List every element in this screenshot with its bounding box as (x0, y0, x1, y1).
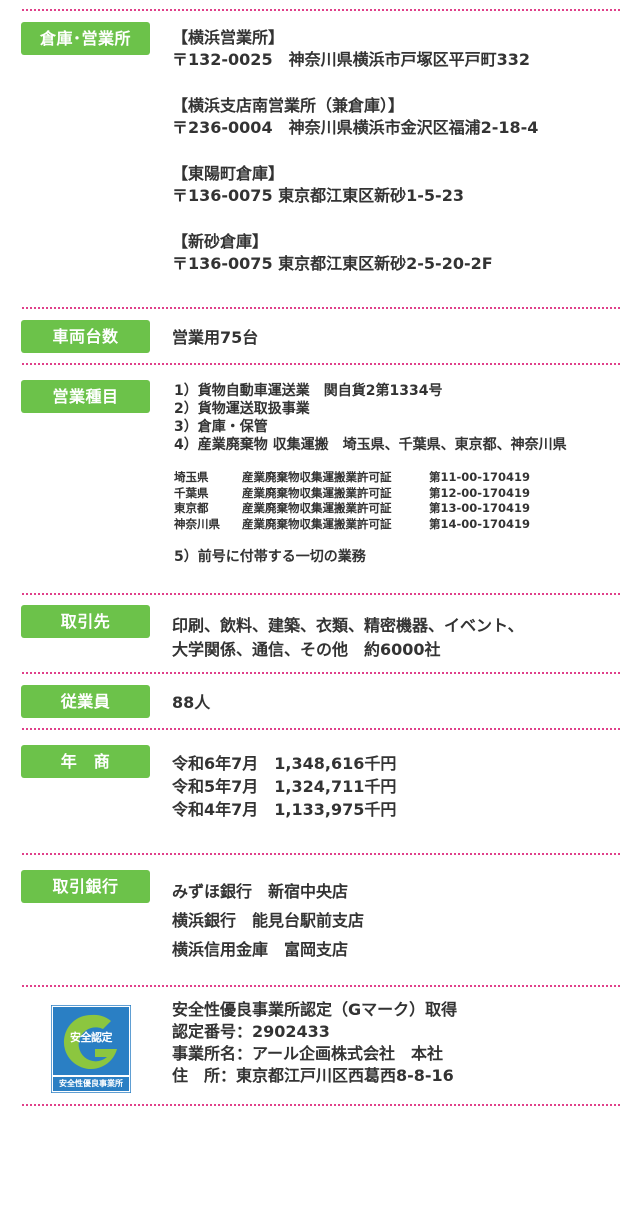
business-item: 5）前号に付帯する一切の業務 (174, 549, 366, 565)
divider (22, 985, 620, 987)
permit-pref: 神奈川県 (174, 516, 220, 531)
gmark-logo-icon (50, 1004, 132, 1094)
permit-row: 東京都 産業廃棄物収集運搬業許可証 第13-00-170419 (174, 501, 632, 517)
employees-value: 88人 (172, 692, 632, 714)
office-address: 〒132-0025 神奈川県横浜市戸塚区平戸町332 (172, 50, 530, 69)
warehouse-content: 【横浜営業所】 〒132-0025 神奈川県横浜市戸塚区平戸町332 【横浜支店… (172, 27, 632, 275)
revenue-line: 令和6年7月 1,348,616千円 (172, 754, 397, 773)
section-label-clients: 取引先 (21, 605, 150, 638)
divider (22, 853, 620, 855)
section-label-vehicles: 車両台数 (21, 320, 150, 353)
office-name: 【東陽町倉庫】 (172, 164, 285, 183)
permit-type: 産業廃棄物収集運搬業許可証 (242, 470, 392, 484)
divider (22, 672, 620, 674)
office-address: 〒136-0075 東京都江東区新砂2-5-20-2F (172, 254, 493, 273)
permit-number: 第11-00-170419 (429, 470, 531, 484)
clients-line: 大学関係、通信、その他 約6000社 (172, 640, 441, 659)
permit-number: 第12-00-170419 (429, 485, 531, 500)
divider (22, 1104, 620, 1106)
revenue-line: 令和4年7月 1,133,975千円 (172, 800, 397, 819)
vehicles-value: 営業用75台 (172, 327, 632, 349)
clients-content: 印刷、飲料、建築、衣類、精密機器、イベント、 大学関係、通信、その他 約6000… (172, 614, 632, 662)
permit-pref: 千葉県 (174, 485, 209, 500)
gmark-content: 安全性優良事業所認定（Gマーク）取得 認定番号：2902433 事業所名：アール… (172, 999, 632, 1087)
office-name: 【新砂倉庫】 (172, 232, 269, 251)
divider (22, 363, 620, 365)
gmark-logo-text-bottom: 安全性優良事業所 (59, 1079, 123, 1088)
section-label-banks: 取引銀行 (21, 870, 150, 903)
permit-number: 第13-00-170419 (429, 501, 531, 515)
divider (22, 728, 620, 730)
permit-row: 千葉県 産業廃棄物収集運搬業許可証 第12-00-170419 (174, 486, 632, 502)
section-label-warehouse: 倉庫･営業所 (21, 22, 150, 55)
gmark-logo-text-top: 安全認定 (70, 1031, 113, 1044)
gmark-line: 住 所：東京都江戸川区西葛西8-8-16 (172, 1066, 454, 1085)
revenue-content: 令和6年7月 1,348,616千円 令和5年7月 1,324,711千円 令和… (172, 752, 632, 821)
clients-line: 印刷、飲料、建築、衣類、精密機器、イベント、 (172, 616, 524, 635)
office-address: 〒136-0075 東京都江東区新砂1-5-23 (172, 186, 464, 205)
business-item: 1）貨物自動車運送業 関自貨2第1334号 (174, 383, 443, 399)
revenue-line: 令和5年7月 1,324,711千円 (172, 777, 397, 796)
office-name: 【横浜支店南営業所（兼倉庫）】 (172, 96, 405, 115)
permit-row: 神奈川県 産業廃棄物収集運搬業許可証 第14-00-170419 (174, 517, 632, 533)
section-label-business: 営業種目 (21, 380, 150, 413)
bank-line: みずほ銀行 新宿中央店 (172, 882, 349, 901)
vehicles-text: 営業用75台 (172, 328, 259, 347)
bank-line: 横浜銀行 能見台駅前支店 (172, 911, 365, 930)
divider (22, 593, 620, 595)
business-item: 4）産業廃棄物 収集運搬 埼玉県、千葉県、東京都、神奈川県 (174, 437, 567, 453)
permit-row: 埼玉県 産業廃棄物収集運搬業許可証 第11-00-170419 (174, 470, 632, 486)
business-item: 2）貨物運送取扱事業 (174, 401, 310, 417)
divider (22, 9, 620, 11)
gmark-line: 認定番号：2902433 (172, 1022, 330, 1041)
gmark-logo: 安全認定 安全性優良事業所 (50, 1004, 132, 1094)
gmark-line: 安全性優良事業所認定（Gマーク）取得 (172, 1000, 458, 1019)
divider (22, 307, 620, 309)
bank-line: 横浜信用金庫 富岡支店 (172, 940, 349, 959)
office-name: 【横浜営業所】 (172, 28, 285, 47)
banks-content: みずほ銀行 新宿中央店 横浜銀行 能見台駅前支店 横浜信用金庫 富岡支店 (172, 877, 632, 964)
office-address: 〒236-0004 神奈川県横浜市金沢区福浦2-18-4 (172, 118, 539, 137)
permit-type: 産業廃棄物収集運搬業許可証 (242, 501, 392, 515)
permit-pref: 東京都 (174, 501, 209, 515)
business-item: 3）倉庫・保管 (174, 419, 268, 435)
permit-type: 産業廃棄物収集運搬業許可証 (242, 485, 392, 500)
permit-type: 産業廃棄物収集運搬業許可証 (242, 516, 392, 531)
section-label-employees: 従業員 (21, 685, 150, 718)
business-content: 1）貨物自動車運送業 関自貨2第1334号 2）貨物運送取扱事業 3）倉庫・保管… (174, 382, 632, 566)
gmark-line: 事業所名：アール企画株式会社 本社 (172, 1044, 444, 1063)
permit-pref: 埼玉県 (174, 470, 209, 484)
section-label-revenue: 年 商 (21, 745, 150, 778)
employees-text: 88人 (172, 693, 211, 712)
permit-number: 第14-00-170419 (429, 516, 531, 531)
